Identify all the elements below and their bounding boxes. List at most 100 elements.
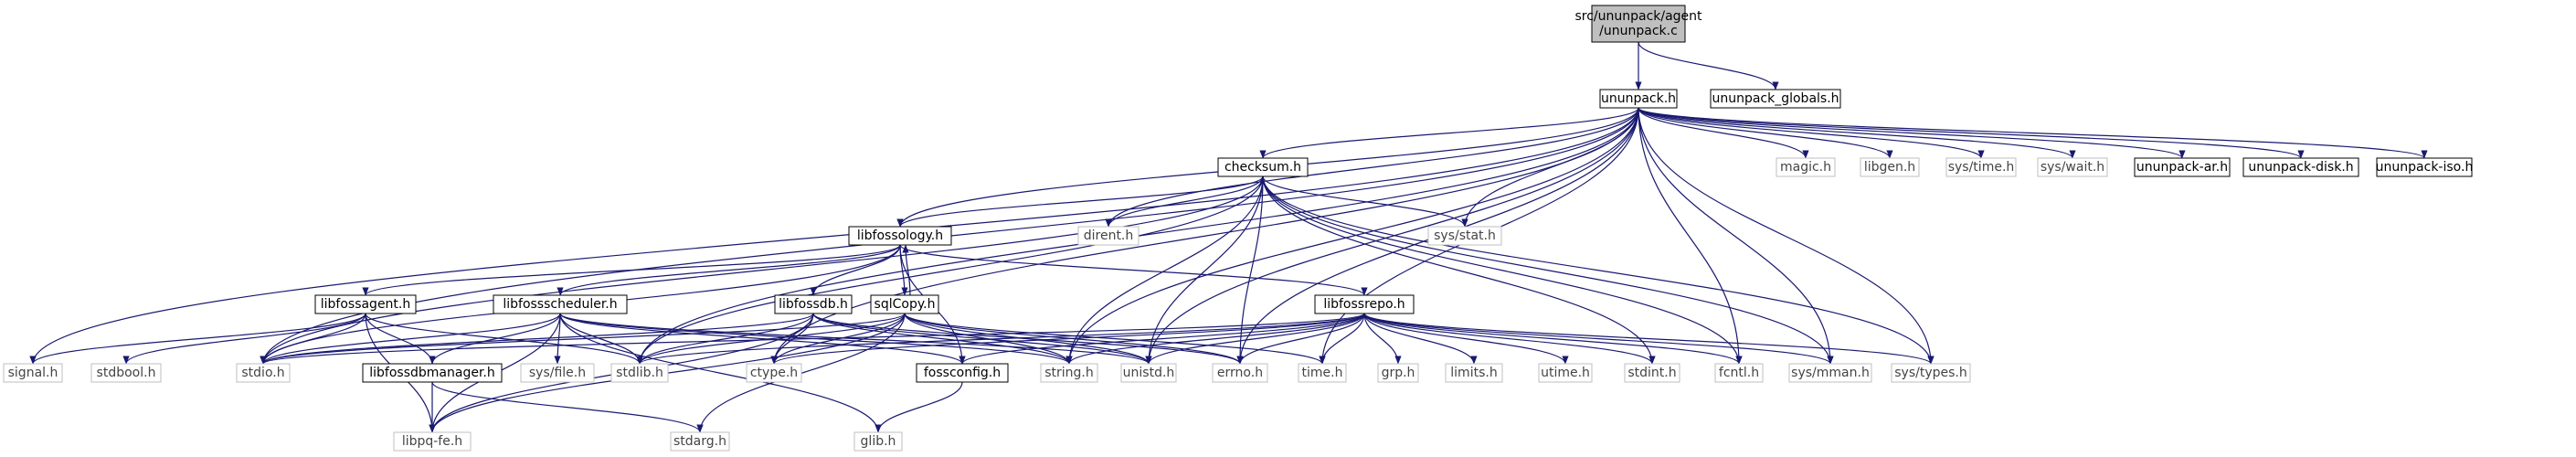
node-sys-types-h: sys/types.h xyxy=(1891,363,1971,383)
edge-ununpack-h-to-fcntl xyxy=(1638,107,1743,365)
node-box xyxy=(1860,157,1920,177)
node-ununpack-ar-h[interactable]: ununpack-ar.h xyxy=(2134,157,2231,177)
node-ununpack-disk-h[interactable]: ununpack-disk.h xyxy=(2242,157,2359,177)
edge-fossconfig-to-glib xyxy=(875,381,963,433)
node-box xyxy=(3,363,63,383)
node-fcntl-h: fcntl.h xyxy=(1714,363,1764,383)
node-box xyxy=(1591,5,1686,43)
edge-ununpack-h-to-ctype xyxy=(770,107,1639,365)
node-box xyxy=(1624,363,1680,383)
node-label: fossconfig.h xyxy=(924,366,1001,380)
node-box xyxy=(670,431,730,452)
node-label: libfossdb.h xyxy=(779,297,848,312)
node-ununpack-h[interactable]: ununpack.h xyxy=(1599,89,1678,109)
node-label: libpq-fe.h xyxy=(402,434,462,449)
edge-sqlcopy-to-libfossology xyxy=(902,244,911,296)
edge-libfossrepo-to-unistd xyxy=(1145,313,1365,365)
edge-sqlcopy-to-unistd xyxy=(904,313,1152,365)
node-libfossdb-h[interactable]: libfossdb.h xyxy=(774,294,853,314)
node-checksum-h[interactable]: checksum.h xyxy=(1217,157,1309,177)
node-label: libfossscheduler.h xyxy=(503,297,617,312)
node-libfossscheduler-h[interactable]: libfossscheduler.h xyxy=(493,294,628,314)
edge-sqlcopy-to-time xyxy=(904,313,1326,365)
edge-libfossology-to-libfossrepo xyxy=(899,244,1368,296)
node-label: sqlCopy.h xyxy=(875,297,936,312)
edge-libfossrepo-to-stdio xyxy=(260,313,1365,365)
node-label: ctype.h xyxy=(750,366,798,380)
node-box xyxy=(1314,294,1415,314)
node-box xyxy=(1427,226,1502,246)
node-libfossology-h[interactable]: libfossology.h xyxy=(848,226,952,246)
node-label: ununpack.h xyxy=(1601,91,1676,106)
edge-libfossrepo-to-fcntl xyxy=(1363,313,1743,365)
node-box xyxy=(1040,363,1098,383)
node-fossconfig-h[interactable]: fossconfig.h xyxy=(916,363,1009,383)
edge-checksum-to-stdint xyxy=(1262,175,1656,365)
node-time-h: time.h xyxy=(1298,363,1347,383)
node-box xyxy=(493,294,628,314)
node-libpq-fe-h: libpq-fe.h xyxy=(393,431,472,452)
edge-checksum-to-sysmman xyxy=(1262,175,1834,365)
node-box xyxy=(1788,363,1872,383)
node-glib-h: glib.h xyxy=(853,431,903,452)
node-label: libfossdbmanager.h xyxy=(369,366,494,380)
edge-ununpack-h-to-libgen xyxy=(1638,107,1893,159)
node-sqlcopy-h[interactable]: sqlCopy.h xyxy=(870,294,939,314)
node-sys-time-h: sys/time.h xyxy=(1945,157,2017,177)
node-ununpack-iso-h[interactable]: ununpack-iso.h xyxy=(2376,157,2474,177)
node-label: sys/time.h xyxy=(1948,160,2015,175)
node-box xyxy=(746,363,802,383)
node-box xyxy=(1776,157,1836,177)
node-box xyxy=(1377,363,1419,383)
node-label: src/ununpack/agent xyxy=(1574,9,1702,24)
node-box xyxy=(236,363,291,383)
node-box xyxy=(90,363,162,383)
node-box xyxy=(362,363,503,383)
edge-ununpack-h-to-syswait xyxy=(1638,107,2076,159)
node-box xyxy=(1120,363,1177,383)
node-box xyxy=(774,294,853,314)
node-box xyxy=(848,226,952,246)
node-ununpack-globals-h[interactable]: ununpack_globals.h xyxy=(1710,89,1841,109)
node-label: stdbool.h xyxy=(97,366,156,380)
node-label: stdint.h xyxy=(1627,366,1676,380)
node-libfossdbmanager-h[interactable]: libfossdbmanager.h xyxy=(362,363,503,383)
node-box xyxy=(1710,89,1841,109)
node-box xyxy=(520,363,595,383)
edge-libfossscheduler-to-stdio xyxy=(260,313,561,365)
node-box xyxy=(2376,157,2473,177)
node-label: utime.h xyxy=(1541,366,1590,380)
edge-libfossrepo-to-time xyxy=(1319,313,1365,365)
node-sys-mman-h: sys/mman.h xyxy=(1788,363,1872,383)
node-label: ununpack-iso.h xyxy=(2376,160,2474,175)
node-box xyxy=(2037,157,2108,177)
node-label: sys/types.h xyxy=(1894,366,1966,380)
edge-libfossology-to-libfossagent xyxy=(362,244,901,296)
node-box xyxy=(1945,157,2017,177)
node-box xyxy=(1891,363,1971,383)
edge-libfossrepo-to-fossconfig xyxy=(959,313,1365,365)
edge-libfossrepo-to-stdint xyxy=(1363,313,1656,365)
node-label: /ununpack.c xyxy=(1599,24,1678,38)
node-libfossrepo-h[interactable]: libfossrepo.h xyxy=(1314,294,1415,314)
node-label: sys/wait.h xyxy=(2041,160,2104,175)
node-box xyxy=(610,363,669,383)
edge-checksum-to-sysstat xyxy=(1262,175,1468,228)
edge-ununpack-h-to-disk xyxy=(1638,107,2305,159)
edge-sqlcopy-to-ctype xyxy=(770,313,906,365)
node-sys-file-h: sys/file.h xyxy=(520,363,595,383)
edge-libfossagent-to-stdio xyxy=(260,313,366,365)
node-label: sys/stat.h xyxy=(1434,228,1496,243)
node-label: stdarg.h xyxy=(673,434,726,449)
node-label: libfossrepo.h xyxy=(1323,297,1405,312)
edge-sqlcopy-to-stdlib xyxy=(636,313,906,365)
node-box xyxy=(1217,157,1309,177)
node-label: signal.h xyxy=(8,366,58,380)
edge-libfossscheduler-to-unistd xyxy=(559,313,1152,365)
node-libfossagent-h[interactable]: libfossagent.h xyxy=(314,294,417,314)
node-src-ununpack-agent-ununpack-c[interactable]: src/ununpack/agent/ununpack.c xyxy=(1574,5,1702,43)
node-label: time.h xyxy=(1302,366,1343,380)
node-label: dirent.h xyxy=(1084,228,1134,243)
node-box xyxy=(2242,157,2359,177)
